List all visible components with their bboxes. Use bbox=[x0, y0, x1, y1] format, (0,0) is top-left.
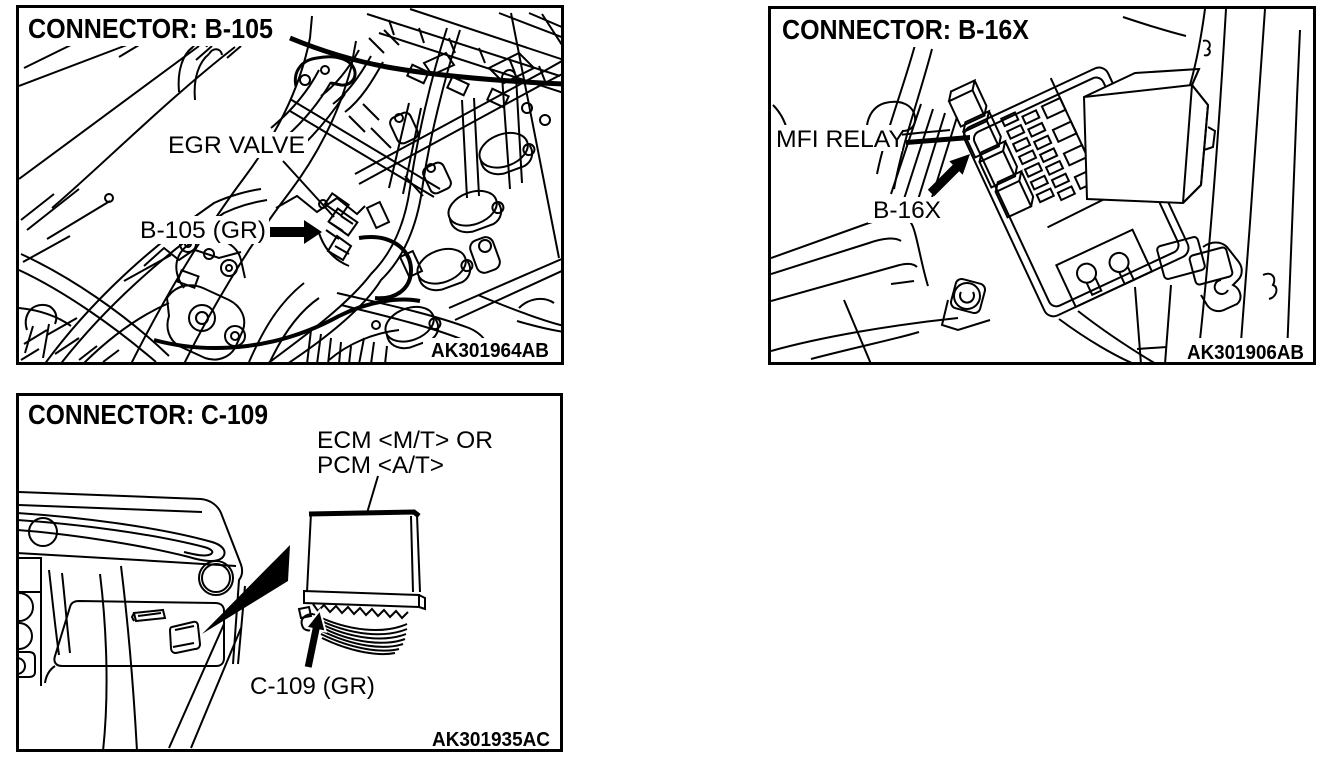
svg-text:MFI RELAY: MFI RELAY bbox=[776, 126, 905, 153]
svg-text:CONNECTOR: C-109: CONNECTOR: C-109 bbox=[28, 399, 268, 430]
svg-text:B-105 (GR): B-105 (GR) bbox=[140, 217, 266, 244]
svg-text:CONNECTOR: B-16X: CONNECTOR: B-16X bbox=[782, 14, 1030, 45]
svg-text:B-16X: B-16X bbox=[873, 197, 941, 224]
svg-text:EGR VALVE: EGR VALVE bbox=[168, 132, 305, 159]
svg-text:ECM <M/T> OR: ECM <M/T> OR bbox=[317, 427, 493, 454]
svg-text:CONNECTOR: B-105: CONNECTOR: B-105 bbox=[28, 13, 273, 44]
svg-text:C-109 (GR): C-109 (GR) bbox=[250, 673, 375, 700]
svg-text:AK301935AC: AK301935AC bbox=[432, 728, 550, 749]
svg-text:PCM <A/T>: PCM <A/T> bbox=[317, 452, 444, 479]
svg-text:AK301964AB: AK301964AB bbox=[431, 339, 549, 362]
svg-text:AK301906AB: AK301906AB bbox=[1187, 341, 1304, 362]
